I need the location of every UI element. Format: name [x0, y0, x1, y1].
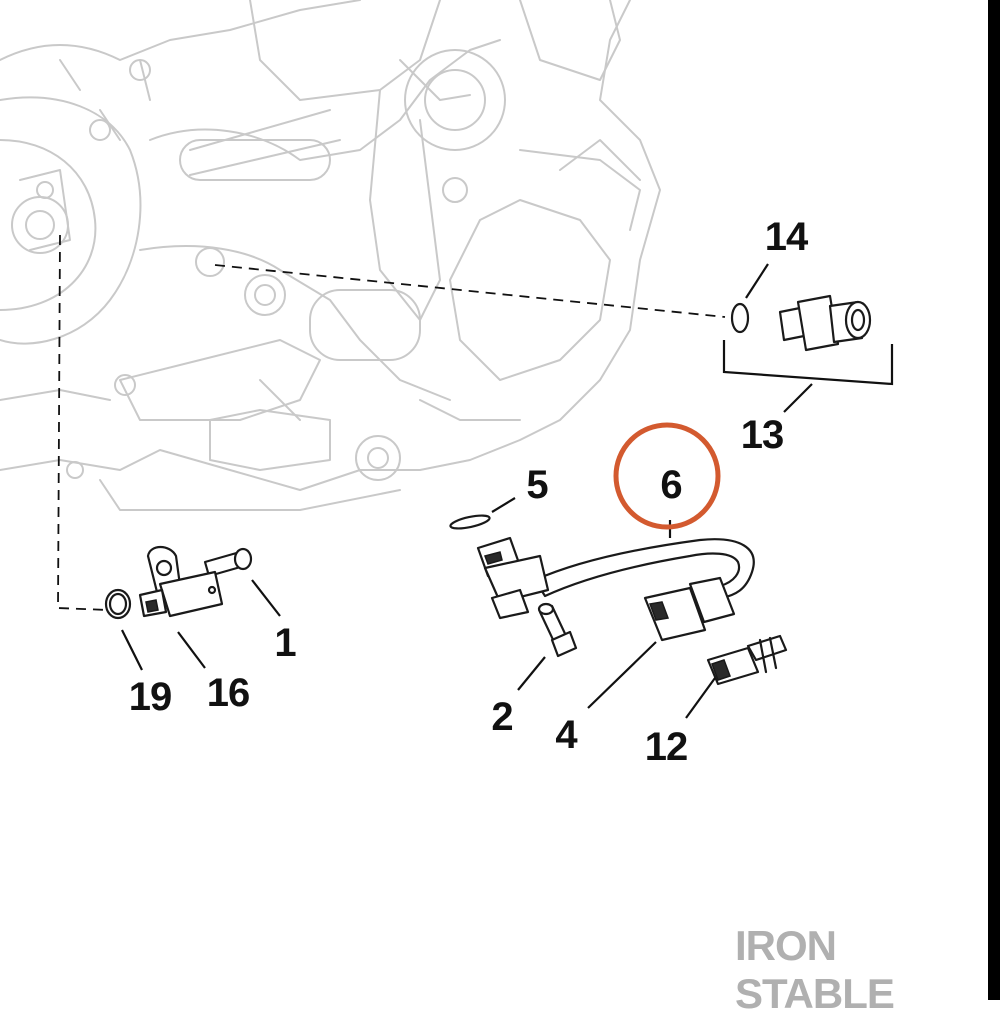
callout-13: 13 [741, 413, 784, 457]
callout-12: 12 [645, 725, 688, 769]
callout-4: 4 [555, 713, 578, 757]
part-16-sensor: 16 [138, 545, 250, 715]
callout-14: 14 [765, 215, 809, 259]
callout-1: 1 [274, 621, 296, 665]
right-edge-bar [988, 0, 1000, 1000]
bracket-13 [722, 340, 894, 386]
dashed-line-oil-switch [214, 264, 726, 318]
part-2-screw: 2 [491, 602, 578, 739]
callout-2: 2 [491, 695, 512, 739]
assembly-lines [57, 234, 726, 611]
part-14-o-ring: 14 [730, 215, 810, 334]
part-12-connector: 12 [645, 634, 788, 769]
part-4-leader: 4 [555, 641, 657, 757]
part-13-oil-switch: 13 [722, 294, 894, 457]
highlight-ring [613, 422, 721, 530]
part-19-o-ring: 19 [104, 588, 172, 719]
part-6-harness: 6 [476, 422, 755, 642]
callout-16: 16 [207, 671, 250, 715]
callout-19: 19 [129, 675, 172, 719]
callout-6: 6 [660, 463, 681, 507]
dashed-line-cam-sensor [57, 234, 109, 611]
watermark-logo: IRON STABLE [735, 922, 895, 1017]
part-5-seal: 5 [449, 463, 549, 530]
part-1-bolt: 1 [203, 547, 297, 665]
engine-ghost [0, 0, 661, 511]
callout-5: 5 [526, 463, 548, 507]
